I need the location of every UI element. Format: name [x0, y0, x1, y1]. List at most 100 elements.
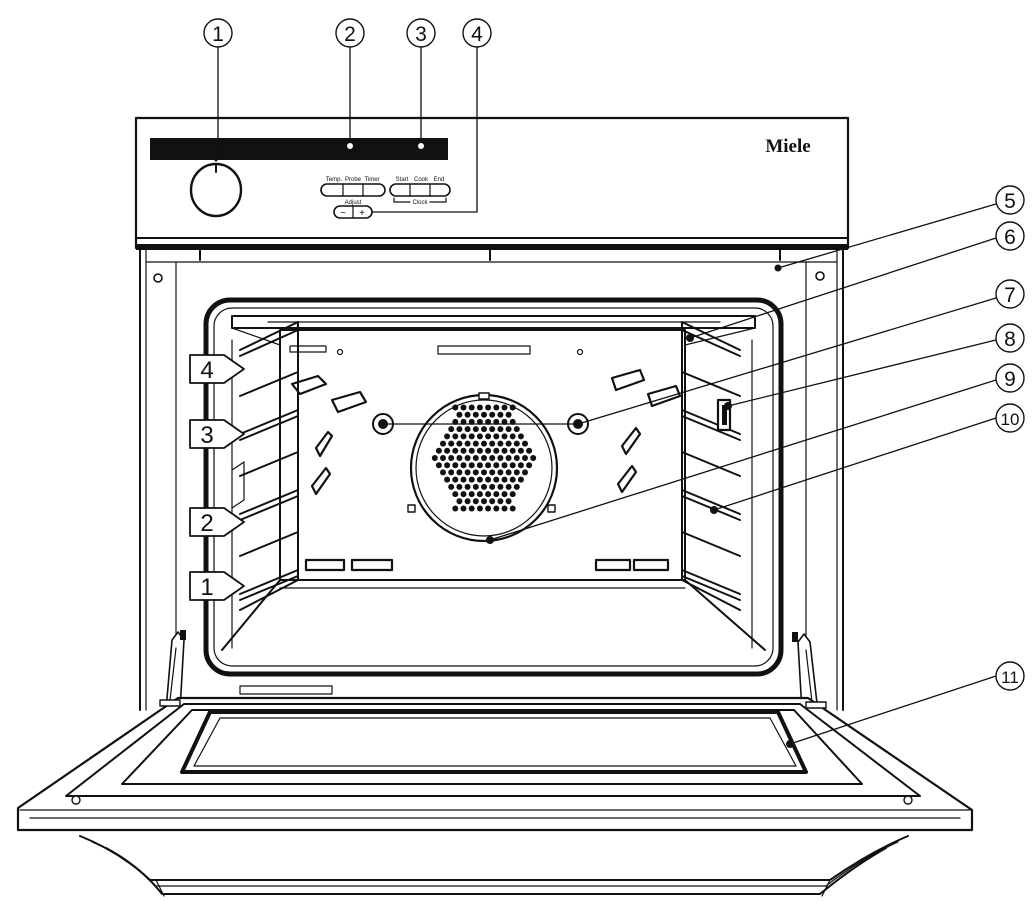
fan-hole [509, 462, 516, 469]
fan-hole [435, 447, 442, 454]
fan-hole [468, 433, 475, 440]
fan-hole [440, 469, 446, 476]
fan-hole [481, 426, 487, 433]
fan-hole [476, 433, 483, 440]
fan-hole [456, 498, 463, 505]
fan-hole [493, 447, 500, 454]
callout-2: 2 [335, 18, 365, 48]
callout-6: 6 [995, 221, 1025, 251]
fan-hole [517, 476, 524, 483]
fan-hole [468, 447, 475, 454]
fan-hole [493, 404, 500, 411]
fan-vent-holes [431, 404, 537, 512]
fan-hole [505, 469, 512, 476]
fan-hole [505, 498, 512, 505]
fan-hole [505, 455, 512, 461]
fan-hole [481, 498, 487, 505]
timer-label: Timer [364, 177, 379, 183]
fan-hole [497, 483, 504, 490]
fan-hole [464, 440, 471, 447]
svg-text:8: 8 [1004, 328, 1016, 351]
leader-10-dot [710, 506, 718, 514]
fan-hole [489, 483, 496, 490]
function-selector-knob [189, 158, 243, 218]
fan-hole [460, 491, 467, 498]
fan-hole [501, 476, 508, 483]
fan-hole [481, 440, 487, 447]
fan-hole [489, 455, 496, 461]
fan-hole [493, 476, 500, 483]
fan-hole [530, 455, 537, 461]
fan-hole [452, 491, 459, 498]
svg-text:10: 10 [1001, 410, 1020, 429]
leader-9 [489, 379, 997, 541]
fan-hole [509, 505, 516, 512]
fan-hole [501, 505, 508, 512]
svg-text:3: 3 [200, 422, 213, 449]
fan-cover [407, 392, 559, 543]
fan-hole [493, 491, 500, 498]
fan-hole [497, 411, 504, 418]
fan-hole [456, 483, 463, 490]
fan-hole [509, 404, 516, 411]
fan-hole [513, 440, 520, 447]
end-label: End [434, 177, 445, 183]
fan-hole [526, 462, 533, 469]
leader-7 [383, 297, 997, 425]
shelf-level-1: 1 [189, 571, 245, 601]
fan-hole [513, 483, 520, 490]
callout-5: 5 [995, 185, 1025, 215]
svg-text:5: 5 [1004, 190, 1016, 213]
svg-text:3: 3 [415, 23, 427, 46]
svg-text:1: 1 [212, 23, 224, 46]
svg-text:2: 2 [200, 510, 213, 537]
callout-1: 1 [203, 18, 233, 48]
fan-hole [485, 491, 492, 498]
fan-hole [472, 455, 479, 461]
svg-text:6: 6 [1004, 226, 1016, 249]
leader-9-dot [486, 536, 494, 544]
svg-text:4: 4 [200, 357, 213, 384]
callout-8: 8 [995, 323, 1025, 353]
fan-hole [476, 505, 483, 512]
probe-label: Probe [345, 177, 362, 183]
fan-hole [472, 469, 479, 476]
fan-hole [464, 498, 471, 505]
door-hinge-right [792, 632, 819, 713]
fan-hole [481, 469, 487, 476]
fan-hole [452, 404, 459, 411]
oven-door [16, 685, 974, 897]
fan-hole [472, 411, 479, 418]
fan-hole [468, 491, 475, 498]
display-strip [150, 138, 448, 160]
shelf-level-2: 2 [189, 507, 245, 537]
fan-hole [497, 426, 504, 433]
callout-3: 3 [406, 18, 436, 48]
shelf-level-arrows: 4 3 2 1 [189, 354, 245, 601]
fan-hole [476, 404, 483, 411]
fan-hole [517, 433, 524, 440]
oven-cavity [203, 297, 784, 677]
fan-hole [489, 469, 496, 476]
fan-hole [456, 411, 463, 418]
callout-11: 11 [995, 661, 1025, 691]
fan-hole [485, 476, 492, 483]
fan-hole [509, 476, 516, 483]
fan-hole [440, 455, 446, 461]
fan-hole [448, 440, 455, 447]
door-hinge-left [165, 630, 186, 711]
fan-hole [452, 476, 459, 483]
fan-hole [440, 440, 446, 447]
leader-4 [372, 46, 478, 213]
fan-hole [464, 426, 471, 433]
leader-11-dot [786, 740, 794, 748]
fan-hole [513, 469, 520, 476]
minus-label: − [340, 208, 346, 219]
svg-text:2: 2 [344, 23, 356, 46]
fan-hole [489, 411, 496, 418]
fan-hole [456, 469, 463, 476]
fan-hole [448, 469, 455, 476]
fan-hole [489, 498, 496, 505]
fan-hole [448, 455, 455, 461]
adjust-label: Adjust [345, 200, 362, 206]
